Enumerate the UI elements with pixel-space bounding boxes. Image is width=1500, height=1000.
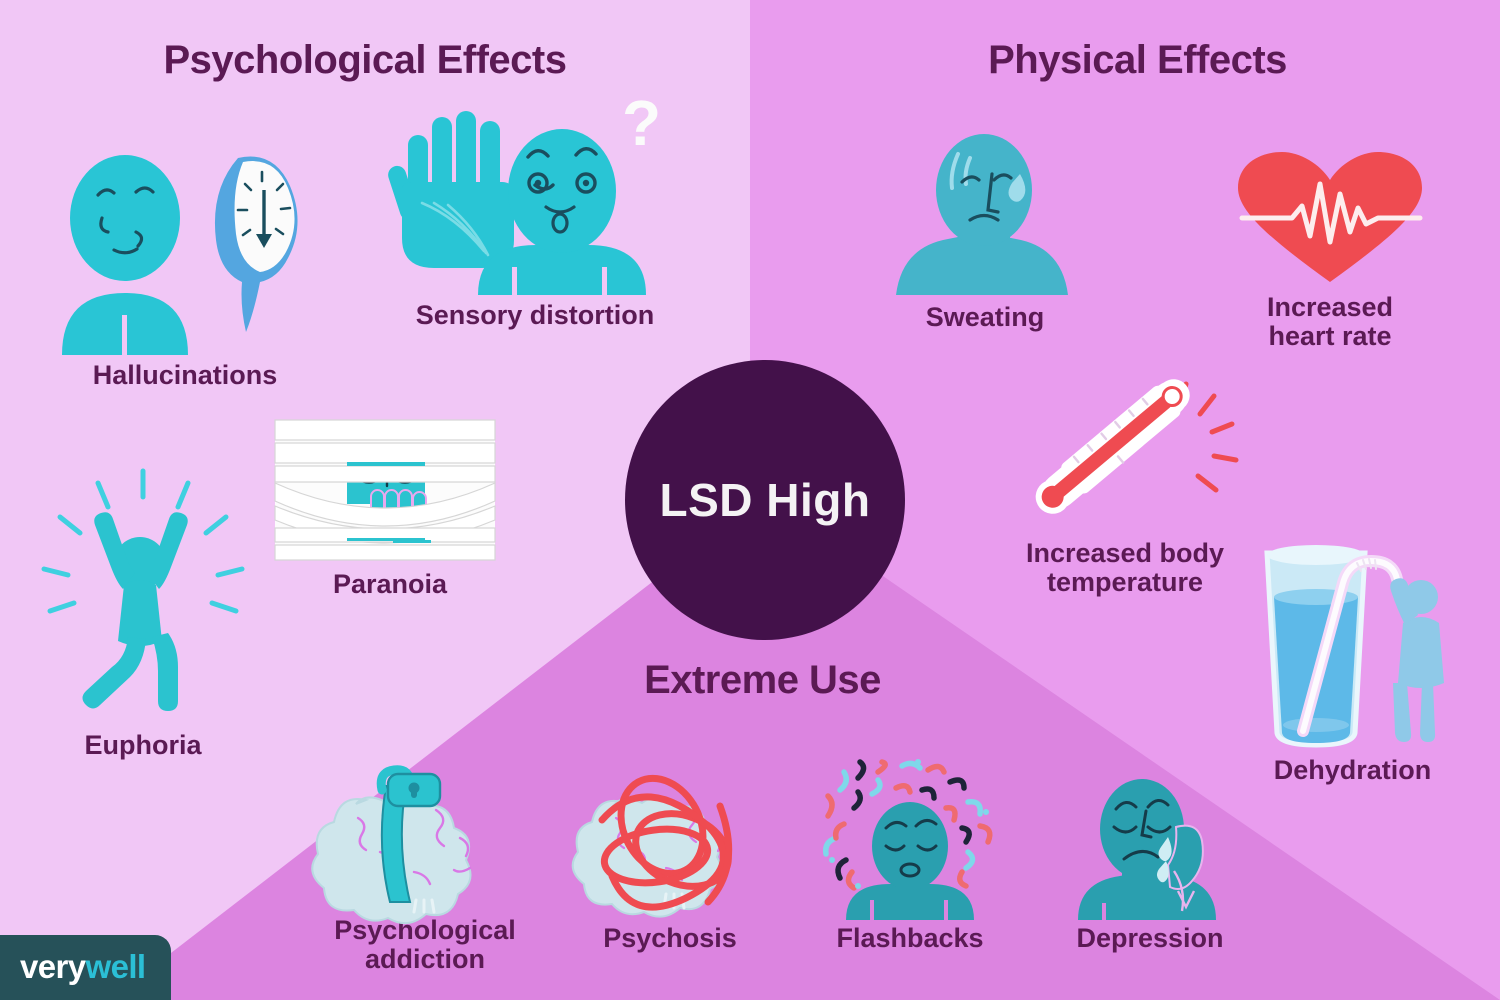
item-label-psychosis: Psychosis — [603, 923, 737, 953]
center-hub-label: LSD High — [659, 474, 871, 526]
item-label-sweating: Sweating — [925, 302, 1045, 332]
melting-face-icon — [40, 140, 330, 355]
item-label-hallucinations: Hallucinations — [92, 360, 278, 390]
item-sensory-distortion: ? Sensory distortion — [370, 87, 700, 330]
item-label-psychological-addiction: Psychological addiction — [334, 915, 516, 975]
heart-pulse-icon — [1230, 150, 1430, 285]
item-label-dehydration: Dehydration — [1273, 755, 1432, 785]
item-label-depression: Depression — [1076, 923, 1224, 953]
item-label-paranoia: Paranoia — [332, 569, 448, 599]
item-increased-heart-rate: Increased heart rate — [1230, 150, 1430, 351]
sweating-face-icon — [870, 134, 1100, 295]
section-title-psychological: Psychological Effects — [163, 38, 567, 82]
item-label-flashbacks: Flashbacks — [836, 923, 984, 953]
thermometer-icon — [1000, 370, 1250, 535]
item-psychosis: Psychosis — [570, 760, 770, 953]
item-hallucinations: Hallucinations — [40, 140, 330, 390]
section-title-extreme-use: Extreme Use — [644, 658, 881, 702]
item-increased-body-temperature: Increased body temperature — [1000, 370, 1250, 597]
item-psychological-addiction: Psychological addiction — [310, 760, 540, 974]
item-euphoria: Euphoria — [28, 465, 258, 760]
raised-hand-question-icon: ? — [370, 87, 700, 295]
item-sweating: Sweating — [870, 134, 1100, 332]
svg-text:?: ? — [622, 87, 661, 159]
brain-lock-icon — [310, 760, 540, 925]
jumping-person-icon — [28, 465, 258, 725]
item-depression: Depression — [1050, 775, 1250, 953]
peeking-through-blinds-icon — [274, 419, 505, 561]
center-hub-circle: LSD High — [625, 360, 905, 640]
water-glass-straw-icon — [1245, 535, 1460, 750]
verywell-logo[interactable]: very well — [0, 935, 172, 1000]
item-flashbacks: Flashbacks — [810, 759, 1010, 953]
item-label-increased-body-temperature: Increased body temperature — [1025, 538, 1225, 598]
logo-text-well: well — [85, 948, 147, 985]
crying-face-icon — [1050, 775, 1250, 920]
item-paranoia: Paranoia — [274, 419, 505, 599]
section-title-physical: Physical Effects — [988, 38, 1287, 82]
logo-text-very: very — [20, 948, 86, 985]
brain-scribble-icon — [570, 760, 770, 920]
item-dehydration: Dehydration — [1245, 535, 1460, 785]
item-label-sensory-distortion: Sensory distortion — [415, 300, 655, 330]
item-label-increased-heart-rate: Increased heart rate — [1266, 292, 1394, 352]
item-label-euphoria: Euphoria — [84, 730, 202, 760]
squiggles-head-icon — [810, 759, 1010, 920]
